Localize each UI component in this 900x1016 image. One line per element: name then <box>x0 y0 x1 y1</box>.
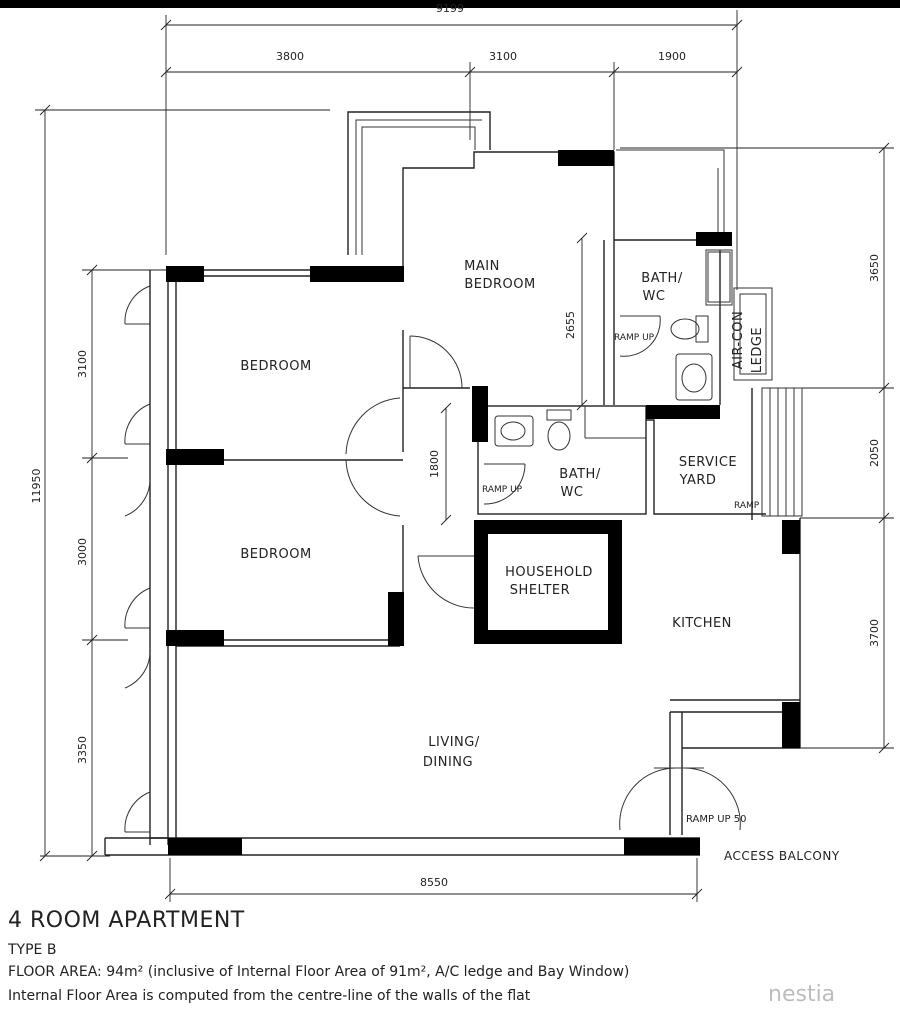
dim-right-1: 3650 <box>868 254 881 282</box>
watermark-logo: nestia <box>768 982 836 1007</box>
solid-walls <box>166 150 800 855</box>
doors <box>124 285 741 833</box>
room-bath2-label-1: BATH/ <box>559 467 601 482</box>
floor-area-text: FLOOR AREA: 94m² (inclusive of Internal … <box>8 964 630 980</box>
dim-left-2: 3000 <box>76 538 89 566</box>
room-bath2-label-2: WC <box>561 485 584 500</box>
room-aircon-label-1: AIR-CON <box>731 311 746 369</box>
room-service-yard-label-2: YARD <box>679 473 717 488</box>
dim-bottom-total: 8550 <box>420 876 448 889</box>
top-border-bar <box>0 0 900 8</box>
dim-left-1: 3100 <box>76 350 89 378</box>
room-living-label-2: DINING <box>423 755 473 770</box>
floor-plan: 9199 3800 3100 1900 11950 3100 3000 3350… <box>30 2 894 902</box>
room-kitchen-label: KITCHEN <box>672 616 732 631</box>
room-service-yard-label-1: SERVICE <box>679 455 737 470</box>
room-household-shelter-label-1: HOUSEHOLD <box>505 565 593 580</box>
room-aircon-label-2: LEDGE <box>750 327 765 373</box>
room-living-label-1: LIVING/ <box>428 735 480 750</box>
dim-top-2: 3100 <box>489 50 517 63</box>
dim-main-bedroom-inner: 2655 <box>564 311 577 339</box>
dim-top-total: 9199 <box>436 2 464 15</box>
room-bath1-label-1: BATH/ <box>641 271 683 286</box>
ramp-label-bath1: RAMP UP <box>614 333 655 343</box>
room-bedroom1-label: BEDROOM <box>240 359 311 374</box>
ramp-label-service: RAMP <box>734 501 760 511</box>
dim-left-total: 11950 <box>30 469 43 504</box>
dim-left-3: 3350 <box>76 736 89 764</box>
dim-top-3: 1900 <box>658 50 686 63</box>
room-household-shelter-label-2: SHELTER <box>510 583 570 598</box>
dim-right-2: 2050 <box>868 439 881 467</box>
ramp-label-bath2: RAMP UP <box>482 485 523 495</box>
room-bedroom2-label: BEDROOM <box>240 547 311 562</box>
dim-right-3: 3700 <box>868 619 881 647</box>
fixtures <box>494 251 731 451</box>
access-balcony-label: ACCESS BALCONY <box>724 849 840 863</box>
apartment-type: TYPE B <box>8 942 57 958</box>
floor-area-note: Internal Floor Area is computed from the… <box>8 988 531 1004</box>
room-main-bedroom-label-1: MAIN <box>464 259 500 274</box>
room-main-bedroom-label-2: BEDROOM <box>464 277 535 292</box>
dim-corridor-inner: 1800 <box>428 450 441 478</box>
apartment-title: 4 ROOM APARTMENT <box>8 908 245 933</box>
dim-top-1: 3800 <box>276 50 304 63</box>
room-bath1-label-2: WC <box>643 289 666 304</box>
ramp-label-main: RAMP UP 50 <box>686 814 746 825</box>
